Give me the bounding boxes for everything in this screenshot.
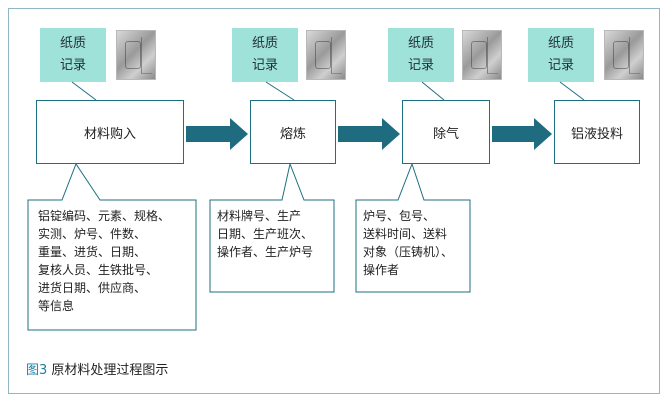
process-box-3: 除气 [402, 100, 490, 164]
note-line: 操作者、生产炉号 [217, 245, 314, 259]
paper-record-tag-4: 纸质记录 [528, 28, 594, 82]
flow-arrow-2 [338, 118, 400, 150]
paper-record-tag-2: 纸质记录 [232, 28, 298, 82]
process-label: 铝液投料 [570, 126, 623, 142]
paper-record-photo-3 [462, 30, 502, 80]
tag-connector-2 [265, 81, 295, 101]
tag-line: 记录 [547, 58, 574, 73]
tag-connector-3 [421, 81, 445, 101]
note-line: 材料牌号、生产 [217, 209, 302, 223]
flow-arrow-1 [186, 118, 248, 150]
note-line: 进货日期、供应商、 [38, 281, 147, 295]
process-label: 材料购入 [83, 126, 136, 142]
note-callout-3 [355, 162, 471, 293]
note-text-1: 铝锭编码、元素、规格、 实测、炉号、件数、 重量、进货、日期、 复核人员、生铁批… [38, 207, 170, 315]
paper-record-photo-2 [306, 30, 346, 80]
note-line: 对象（压铸机）、 [363, 245, 454, 259]
tag-line: 纸质 [251, 36, 278, 51]
note-line: 等信息 [38, 299, 75, 313]
tag-line: 记录 [251, 58, 278, 73]
tag-connector-1 [71, 81, 97, 101]
note-callout-1 [27, 162, 197, 331]
note-line: 送料时间、送料 [363, 227, 448, 241]
note-callout-2 [209, 162, 335, 293]
paper-record-tag-3: 纸质记录 [388, 28, 454, 82]
process-box-1: 材料购入 [36, 100, 184, 164]
note-line: 铝锭编码、元素、规格、 [38, 209, 171, 223]
note-line: 重量、进货、日期、 [38, 245, 147, 259]
note-line: 日期、生产班次、 [217, 227, 314, 241]
process-label: 除气 [432, 126, 459, 142]
paper-record-photo-4 [604, 30, 644, 80]
paper-record-photo-1 [116, 30, 156, 80]
tag-line: 纸质 [407, 36, 434, 51]
tag-line: 纸质 [547, 36, 574, 51]
process-box-2: 熔炼 [250, 100, 336, 164]
tag-line: 纸质 [59, 36, 86, 51]
tag-connector-4 [559, 81, 585, 101]
note-line: 实测、炉号、件数、 [38, 227, 147, 241]
process-label: 熔炼 [279, 126, 306, 142]
figure-title: 原材料处理过程图示 [51, 363, 169, 378]
figure-caption: 图3 原材料处理过程图示 [26, 359, 168, 378]
note-line: 炉号、包号、 [363, 209, 436, 223]
process-box-4: 铝液投料 [554, 100, 640, 164]
note-line: 复核人员、生铁批号、 [38, 263, 159, 277]
figure-number: 图3 [26, 363, 48, 378]
note-text-2: 材料牌号、生产 日期、生产班次、 操作者、生产炉号 [217, 207, 313, 261]
note-line: 操作者 [363, 263, 400, 277]
note-text-3: 炉号、包号、 送料时间、送料 对象（压铸机）、 操作者 [363, 207, 453, 279]
flow-arrow-3 [492, 118, 552, 150]
tag-line: 记录 [59, 58, 86, 73]
paper-record-tag-1: 纸质记录 [40, 28, 106, 82]
figure-frame [8, 8, 660, 394]
tag-line: 记录 [407, 58, 434, 73]
